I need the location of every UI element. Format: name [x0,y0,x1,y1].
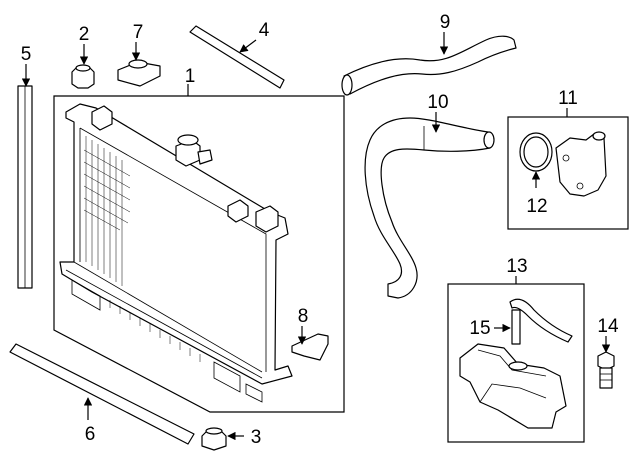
part-11-water-outlet [555,131,607,197]
part-9-upper-hose [341,35,517,96]
part-8-bracket [291,333,329,361]
part-7-radiator-cap [117,59,161,87]
radiator-core-fins [83,136,131,286]
part-14-bolt [597,351,615,389]
radiator-bottom-teeth [109,300,201,362]
part-4-upper-seal [189,25,285,89]
callout-1: 1 [185,66,196,87]
callout-7: 7 [133,22,144,43]
part-15-reservoir-hose [509,298,573,345]
callout-14: 14 [597,316,619,337]
callout-4: 4 [259,20,270,41]
part-5-side-seal [17,85,33,289]
callout-13: 13 [506,256,527,277]
callout-12: 12 [526,196,547,217]
radiator-assembly [59,103,293,403]
part-13-reservoir-tank [459,343,567,429]
callout-2: 2 [79,24,90,45]
callout-3: 3 [251,427,262,448]
outlet-group-box [507,116,629,230]
callout-9: 9 [440,12,451,33]
part-2-cushion [71,64,95,89]
part-6-lower-seal [9,343,195,445]
callout-10: 10 [427,92,448,113]
callout-11: 11 [558,88,578,109]
part-12-o-ring [519,132,553,172]
part-3-cushion [201,427,227,451]
part-10-lower-hose [364,117,495,299]
callout-8: 8 [298,306,309,327]
callout-5: 5 [21,44,32,65]
callout-15: 15 [469,318,490,339]
callout-6: 6 [85,424,96,445]
radiator-group-box [53,95,345,413]
